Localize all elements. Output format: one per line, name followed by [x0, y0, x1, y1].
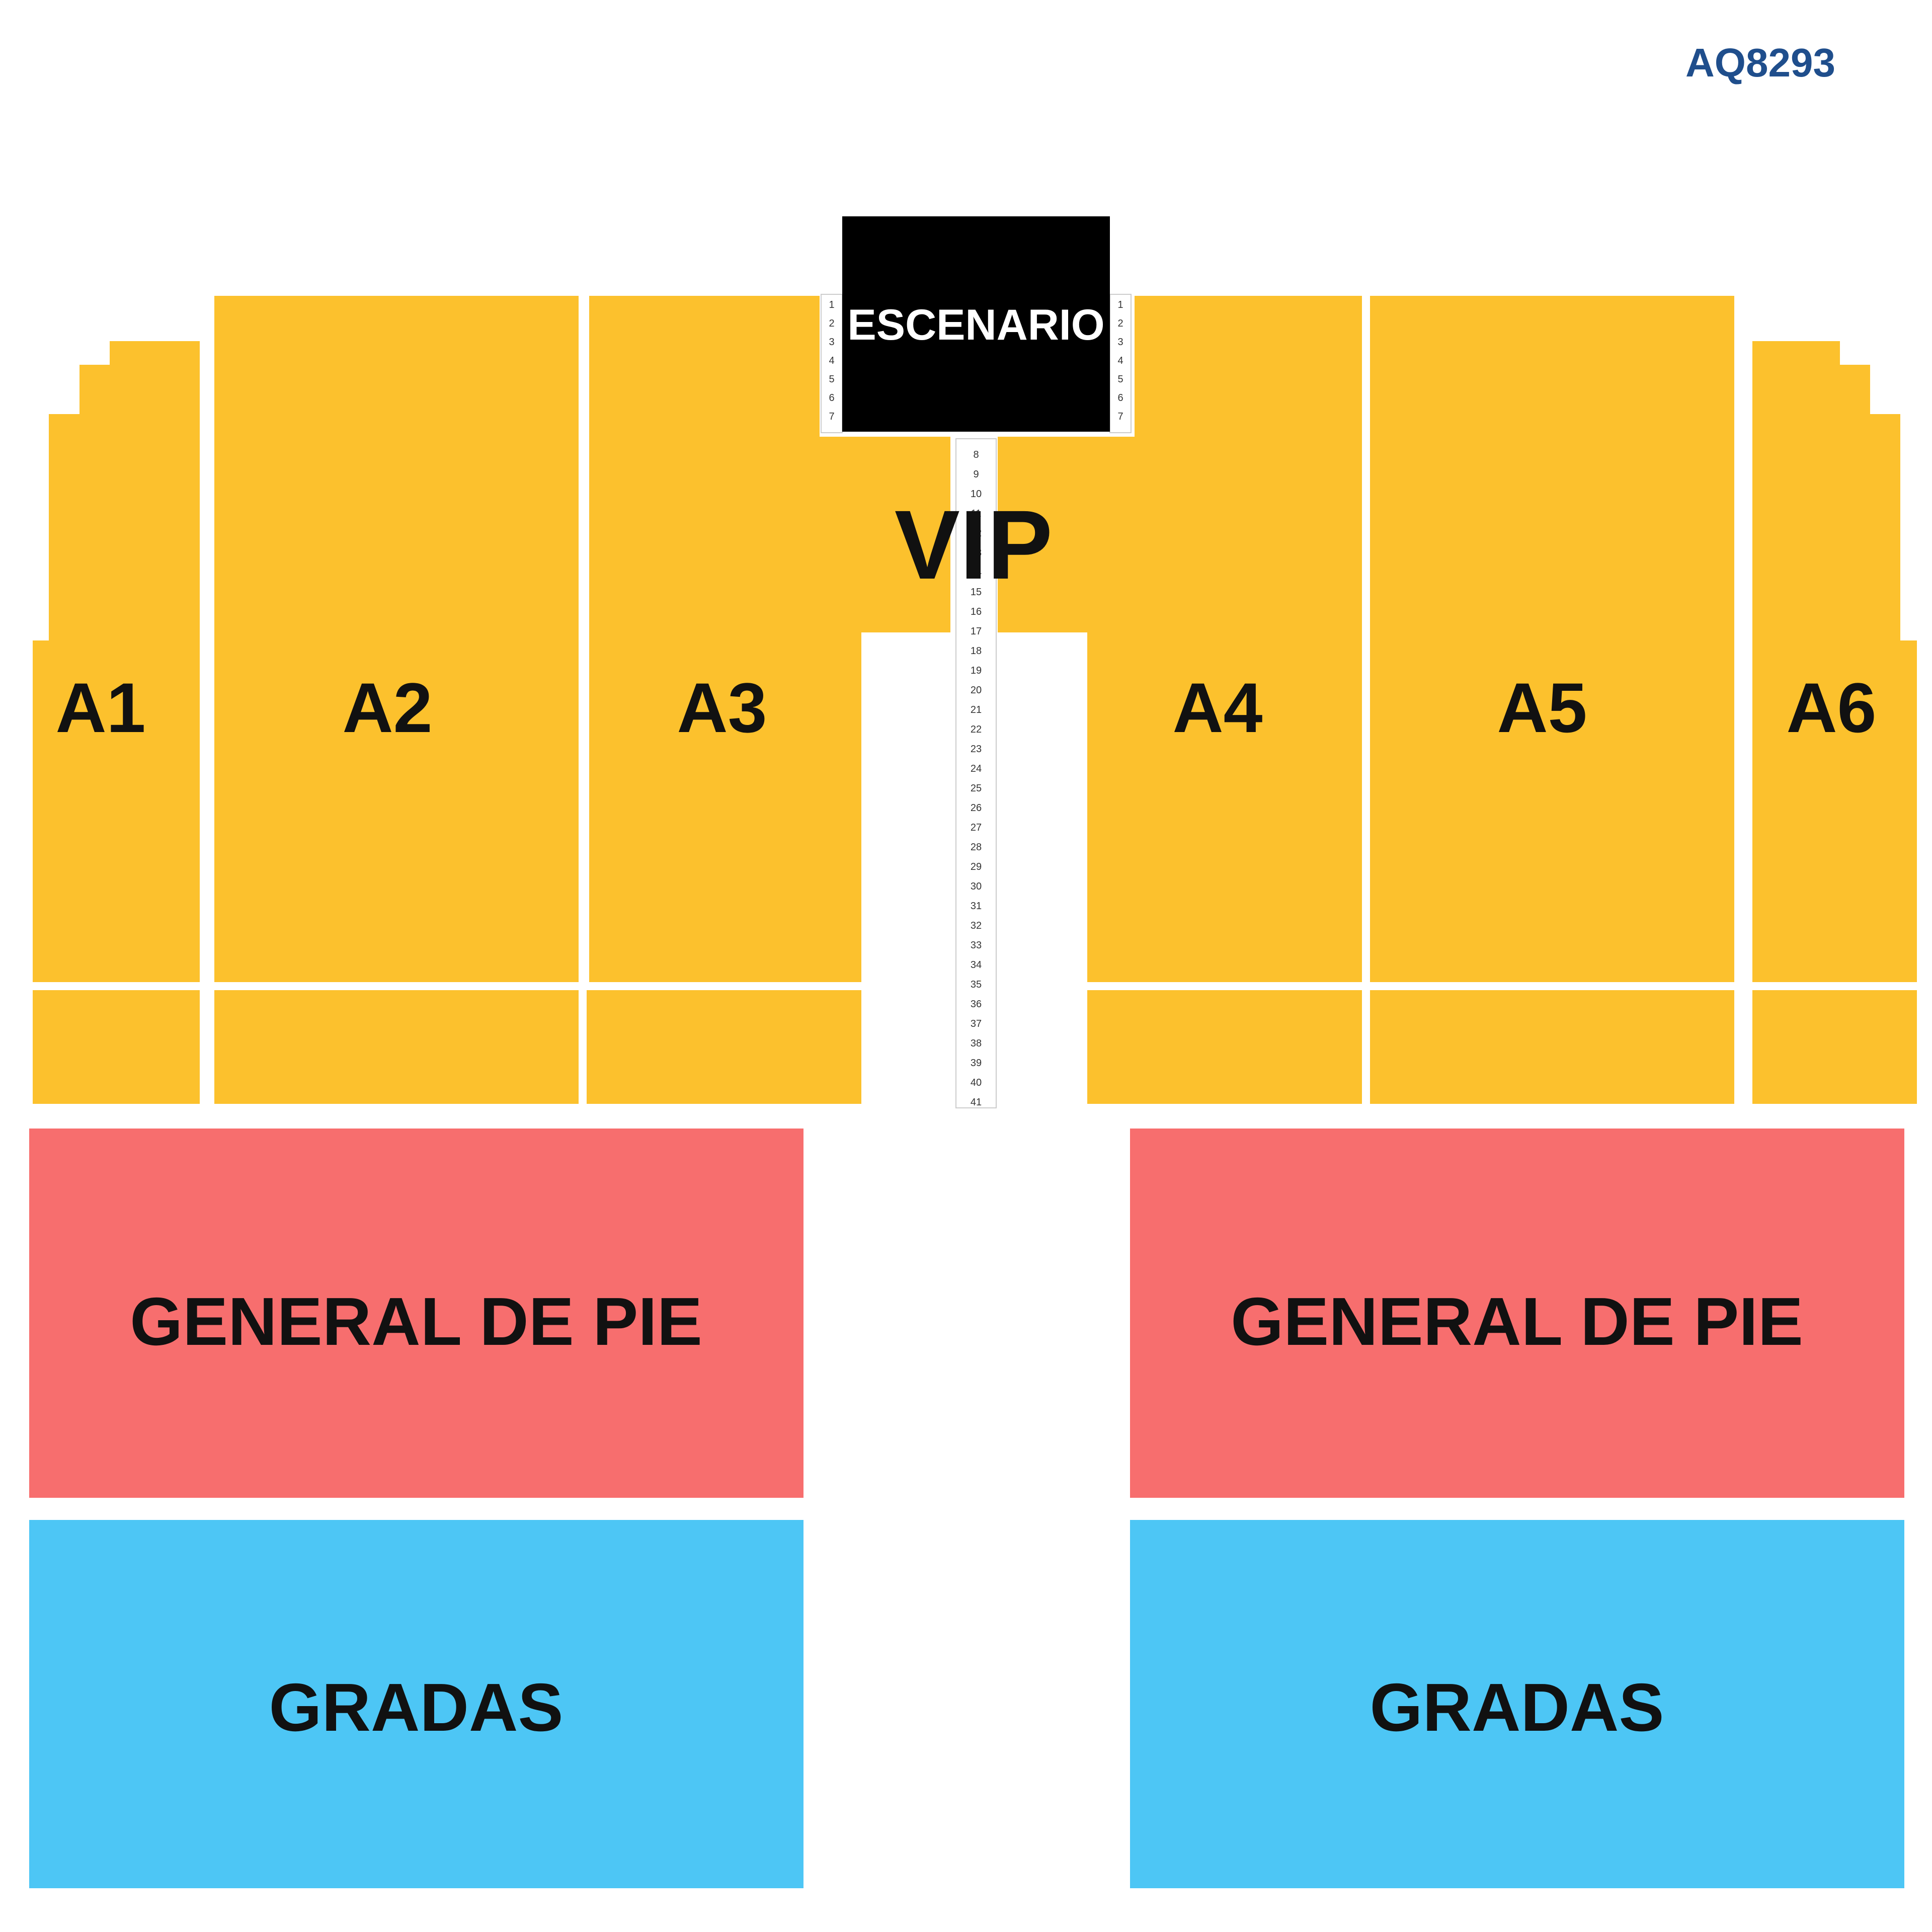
- general-de-pie-right[interactable]: [1127, 1125, 1907, 1501]
- stage-row-left-2: 2: [829, 318, 834, 329]
- gradas-right-label: GRADAS: [1370, 1669, 1664, 1745]
- section-label-a6: A6: [1787, 668, 1877, 747]
- stage-row-left-3: 3: [829, 337, 834, 348]
- section-a3-front[interactable]: [584, 987, 864, 1107]
- section-a4-front[interactable]: [1084, 987, 1365, 1107]
- gradas-left[interactable]: [26, 1517, 807, 1891]
- aisle-row-23: 23: [971, 744, 982, 755]
- aisle-row-21: 21: [971, 704, 982, 715]
- stage-row-left-6: 6: [829, 392, 834, 404]
- stage-row-strip-left: [821, 294, 843, 433]
- aisle-row-14: 14: [971, 567, 982, 578]
- general-de-pie-left[interactable]: [26, 1125, 807, 1501]
- general-de-pie-left-label: GENERAL DE PIE: [130, 1283, 702, 1359]
- aisle-row-27: 27: [971, 822, 982, 833]
- stage-row-numbers-right: 1 2 3 4 5 6 7: [1117, 299, 1123, 422]
- stage-row-numbers-left: 1 2 3 4 5 6 7: [829, 299, 834, 422]
- stage-label: ESCENARIO: [847, 301, 1104, 349]
- stage-row-right-6: 6: [1117, 392, 1123, 404]
- aisle-row-38: 38: [971, 1038, 982, 1049]
- stage-row-left-1: 1: [829, 299, 834, 310]
- aisle-row-12: 12: [971, 528, 982, 539]
- section-label-a1: A1: [56, 668, 146, 747]
- section-a2-front[interactable]: [211, 987, 582, 1107]
- section-label-a2: A2: [343, 668, 433, 747]
- aisle-row-29: 29: [971, 861, 982, 872]
- aisle-row-9: 9: [973, 469, 979, 480]
- section-label-a3: A3: [677, 668, 767, 747]
- aisle-row-20: 20: [971, 685, 982, 696]
- section-a6[interactable]: [1749, 338, 1920, 985]
- vip-label: VIP: [895, 490, 1053, 600]
- section-a1-front[interactable]: [30, 987, 203, 1107]
- stage-row-right-5: 5: [1117, 374, 1123, 385]
- aisle-row-22: 22: [971, 724, 982, 735]
- aisle-row-41: 41: [971, 1097, 982, 1108]
- aisle-row-33: 33: [971, 940, 982, 951]
- stage-row-right-4: 4: [1117, 355, 1123, 366]
- aisle-row-28: 28: [971, 842, 982, 853]
- aisle-row-8: 8: [973, 449, 979, 460]
- aisle-row-34: 34: [971, 959, 982, 971]
- aisle-row-10: 10: [971, 489, 982, 500]
- section-a5-front[interactable]: [1367, 987, 1737, 1107]
- stage: [842, 216, 1110, 432]
- aisle-row-26: 26: [971, 802, 982, 814]
- aisle-row-35: 35: [971, 979, 982, 990]
- stage-row-right-1: 1: [1117, 299, 1123, 310]
- section-a2[interactable]: [211, 293, 582, 985]
- aisle-row-25: 25: [971, 783, 982, 794]
- section-label-a4: A4: [1173, 668, 1263, 747]
- aisle-row-13: 13: [971, 547, 982, 558]
- section-a4[interactable]: [995, 293, 1365, 985]
- general-de-pie-right-label: GENERAL DE PIE: [1231, 1283, 1803, 1359]
- stage-row-right-7: 7: [1117, 411, 1123, 422]
- aisle-row-15: 15: [971, 587, 982, 598]
- aisle-row-39: 39: [971, 1058, 982, 1069]
- stage-row-right-2: 2: [1117, 318, 1123, 329]
- gradas-right[interactable]: [1127, 1517, 1907, 1891]
- stage-row-left-5: 5: [829, 374, 834, 385]
- stage-row-strip-right: [1109, 294, 1132, 433]
- stage-row-left-7: 7: [829, 411, 834, 422]
- section-a1[interactable]: [30, 338, 203, 985]
- map-code: AQ8293: [1685, 40, 1835, 85]
- aisle-row-16: 16: [971, 606, 982, 617]
- aisle-row-24: 24: [971, 763, 982, 774]
- aisle-row-17: 17: [971, 626, 982, 637]
- section-a5[interactable]: [1367, 293, 1737, 985]
- aisle-row-19: 19: [971, 665, 982, 676]
- aisle-row-32: 32: [971, 920, 982, 931]
- section-label-a5: A5: [1497, 668, 1587, 747]
- aisle-row-30: 30: [971, 881, 982, 892]
- center-aisle: [955, 438, 997, 1108]
- aisle-row-37: 37: [971, 1018, 982, 1029]
- gradas-left-label: GRADAS: [269, 1669, 563, 1745]
- aisle-row-18: 18: [971, 646, 982, 657]
- aisle-row-11: 11: [971, 508, 982, 519]
- stage-row-left-4: 4: [829, 355, 834, 366]
- stage-row-right-3: 3: [1117, 337, 1123, 348]
- aisle-row-31: 31: [971, 901, 982, 912]
- section-a6-front[interactable]: [1749, 987, 1920, 1107]
- aisle-row-numbers: 8 9 10 11 12 13 14 15 16 17 18 19 20 21 22 23 24 25 26 27 28…: [971, 449, 982, 1108]
- aisle-row-36: 36: [971, 999, 982, 1010]
- aisle-row-40: 40: [971, 1077, 982, 1088]
